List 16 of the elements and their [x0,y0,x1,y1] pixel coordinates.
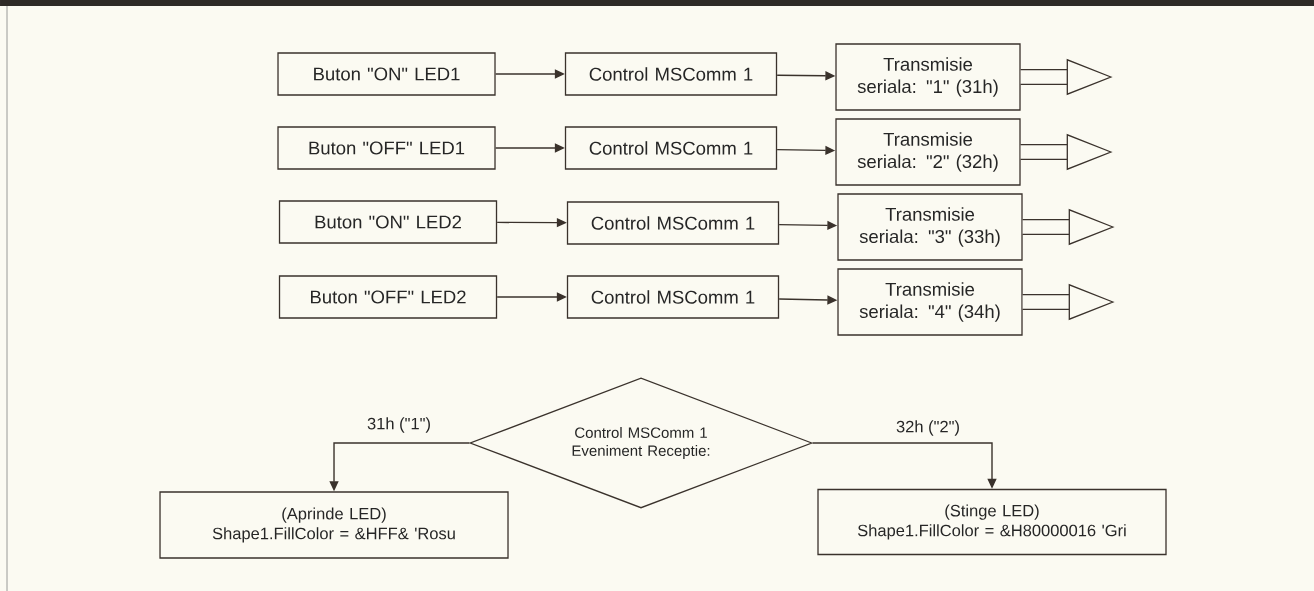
process-box: Transmisie seriala: "3" (33h) [837,193,1023,261]
edge-label: 31h ("1") [366,416,432,434]
edge-label: 32h ("2") [895,419,961,437]
process-box: Transmisie seriala: "1" (31h) [835,43,1021,111]
process-box: Buton "ON" LED1 [277,52,496,96]
process-box: Control MSComm 1 [566,201,780,245]
process-box: Buton "OFF" LED2 [278,275,498,319]
process-box: Control MSComm 1 [564,52,778,96]
process-box: (Aprinde LED) Shape1.FillColor = &HFF& 'Rosu [159,491,509,559]
process-box: Control MSComm 1 [566,275,780,319]
process-box: Control MSComm 1 [564,126,778,170]
process-box: Transmisie seriala: "4" (34h) [837,268,1023,336]
process-box: Buton "ON" LED2 [278,200,498,244]
process-box: Transmisie seriala: "2" (32h) [835,118,1021,186]
process-box: (Stinge LED) Shape1.FillColor = &H80000016 'Gri [817,488,1167,556]
process-box: Buton "OFF" LED1 [277,126,496,170]
